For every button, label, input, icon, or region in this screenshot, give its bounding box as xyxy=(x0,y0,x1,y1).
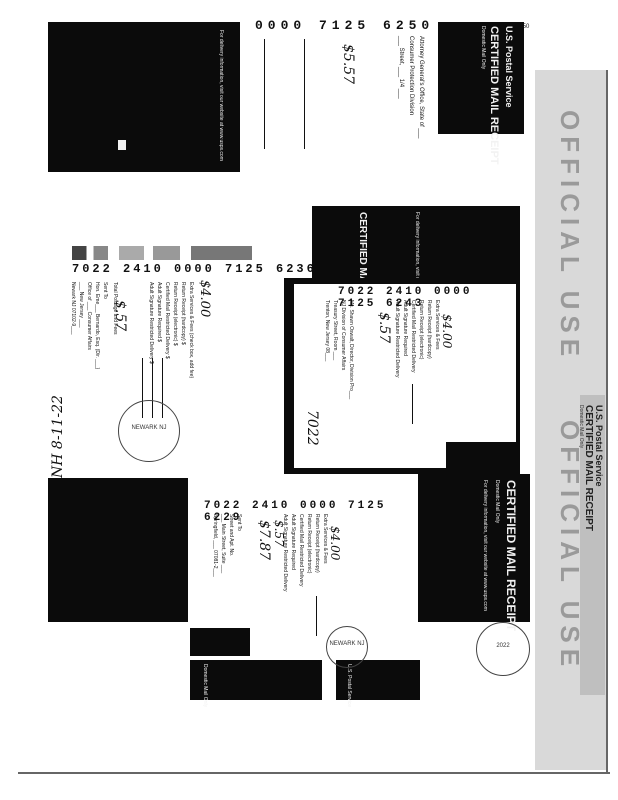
left-recipient-line-3: ___ New Jersey ___ xyxy=(78,282,84,328)
receipt-right-header-band xyxy=(580,395,605,695)
bottom-fee-line-1: Extra Services & Fees xyxy=(322,514,328,564)
center-receipt-body: 7022 2410 0000 7125 6243 $4.00 $.57 Ms. … xyxy=(294,284,516,468)
scan-bottom-edge xyxy=(18,772,610,774)
left-fee-line-1: Extra Services & Fees (check box, add fe… xyxy=(188,282,194,379)
center-certified-fee: $4.00 xyxy=(440,314,454,349)
right-black-header: CERTIFIED MAIL RECEIPT Domestic Mail Onl… xyxy=(418,474,530,631)
top-brand: U.S. Postal Service xyxy=(504,26,514,108)
bottom-fee-line-3: Return Receipt (electronic) xyxy=(306,514,312,574)
bottom-black-box-1 xyxy=(190,628,250,656)
center-fee-line-4: Certified Mail Restricted Delivery xyxy=(410,300,416,373)
center-side-note: 7022 xyxy=(304,410,320,446)
center-fee-line-6: Adult Signature Restricted Delivery xyxy=(394,300,400,378)
right-black-tab xyxy=(446,442,518,476)
top-left-black-block: For delivery information, visit our webs… xyxy=(48,22,240,172)
right-brand: U.S. Postal Service xyxy=(594,405,604,487)
center-black-header: CERTIFIED MAIL RECEIPT For delivery info… xyxy=(312,206,520,343)
stamp-left-text: NEWARK NJ xyxy=(131,425,167,431)
right-sub: Domestic Mail Only xyxy=(578,405,584,449)
left-tracking-number: 7022 2410 0000 7125 6236 xyxy=(72,262,317,276)
center-fee-line-1: Extra Services & Fees xyxy=(434,300,440,350)
handwritten-date: NH 8-11-22 xyxy=(50,395,66,478)
bottom-black-box-2-text: Domestic Mail Only xyxy=(202,664,208,708)
bottom-recipient-line-2: Street and Apt. No. xyxy=(228,514,234,557)
bottom-fee-line-5: Adult Signature Required xyxy=(290,514,296,570)
center-fee-line-2: Return Receipt (hardcopy) xyxy=(426,300,432,359)
bottom-left-black-block xyxy=(48,478,188,622)
top-tracking-number: 0000 7125 6250 xyxy=(255,18,435,33)
postmark-stamp-bottom: NEWARK NJ xyxy=(326,626,368,668)
left-fee-line-6: Adult Signature Restricted Delivery $ xyxy=(148,282,154,364)
top-sent-line-3: ___ Street, ___ 1/4 ___ xyxy=(398,36,404,99)
left-recipient-line-2: Office of ___ Consumer Affairs xyxy=(86,282,92,350)
left-certified-fee: $4.00 xyxy=(197,280,212,318)
bottom-recipient-line-4: Springfield, ___ 07081-2___ xyxy=(212,514,218,577)
center-recipient-line-4: Trenton, New Jersey 08___ xyxy=(324,300,330,362)
bottom-recipient-line-1: Sent To xyxy=(236,514,242,531)
top-sub: Domestic Mail Only xyxy=(480,26,486,70)
top-sent-line-1: Attorney General's Office, State of ___ xyxy=(418,36,424,139)
center-fee-line-3: Return Receipt (electronic) xyxy=(418,300,424,360)
bottom-black-box-2: Domestic Mail Only xyxy=(190,660,322,707)
stamp-bottom-text: NEWARK NJ xyxy=(329,641,365,647)
left-fee-line-5: Adult Signature Required $ xyxy=(156,282,162,343)
stamp-right-year: 2022 xyxy=(496,643,510,649)
center-recipient-line-1: Ms. Shawn Oswalt, Director, Division Pro… xyxy=(348,300,354,400)
bottom-recipient-line-3: ___ Main Street, Suite ___ xyxy=(220,514,226,574)
right-black-sub: Domestic Mail Only xyxy=(494,480,500,524)
center-fee-line-5: Adult Signature Required xyxy=(402,300,408,356)
official-use-text-top: OFFICIAL USE xyxy=(554,110,585,362)
bottom-receipt-body: 7022 2410 0000 7125 6229 $4.00 $7.87 $.5… xyxy=(188,500,418,646)
top-left-info: For delivery information, visit our webs… xyxy=(218,30,224,161)
right-title: CERTIFIED MAIL RECEIPT xyxy=(583,405,594,531)
left-fee-line-2: Return Receipt (hardcopy) $ xyxy=(180,282,186,345)
bottom-tracking-number: 7022 2410 0000 7125 6229 xyxy=(204,500,387,524)
center-postage: $.57 xyxy=(376,312,392,344)
center-recipient-line-3: Treasury Street, Room ___ xyxy=(332,300,338,361)
bottom-fee-line-2: Return Receipt (hardcopy) xyxy=(314,514,320,573)
mark-icon xyxy=(118,140,126,150)
bottom-fee-line-6: Adult Signature Restricted Delivery xyxy=(282,514,288,592)
top-amount: $5.57 xyxy=(340,44,356,85)
left-fee-line-4: Certified Mail Restricted Delivery $ xyxy=(164,282,170,359)
right-black-info: For delivery information, visit our webs… xyxy=(482,480,488,611)
left-sent-to: Sent To xyxy=(102,282,108,299)
left-scan-strip xyxy=(72,246,252,260)
bottom-certified-fee: $4.00 xyxy=(328,526,342,561)
left-fee-line-3: Return Receipt (electronic) $ xyxy=(172,282,178,346)
left-total-label: Total Postage and Fees xyxy=(112,282,118,335)
scan-right-edge xyxy=(606,70,608,774)
left-recipient-line-4: Newark NJ 07102-9___ xyxy=(70,282,76,335)
top-receipt-body: Attorney General's Office, State of ___ … xyxy=(244,34,430,154)
left-receipt-body: $4.00 $.57 Total Postage and Fees Sent T… xyxy=(70,278,282,478)
bottom-black-box-3-text: U.S. Postal Service xyxy=(346,664,352,708)
top-right-header-box: U.S. Postal Service CERTIFIED MAIL RECEI… xyxy=(438,22,524,165)
postmark-stamp-left: NEWARK NJ xyxy=(118,400,180,462)
top-title: CERTIFIED MAIL RECEIPT xyxy=(488,26,500,165)
right-black-title: CERTIFIED MAIL RECEIPT xyxy=(504,480,518,632)
bottom-total: $7.87 xyxy=(256,520,272,561)
postmark-stamp-right: 2022 xyxy=(476,622,530,676)
top-sent-line-2: Consumer Protection Division xyxy=(408,36,414,116)
left-recipient-line-1: Hon. Eme___ Bernardo, Esq. (Dir. ___) xyxy=(94,282,100,370)
bottom-fee-line-4: Certified Mail Restricted Delivery xyxy=(298,514,304,587)
center-tracking-number: 7022 2410 0000 7125 6243 xyxy=(338,286,473,310)
center-recipient-line-2: NJ Division of Consumer Affairs xyxy=(340,300,346,371)
